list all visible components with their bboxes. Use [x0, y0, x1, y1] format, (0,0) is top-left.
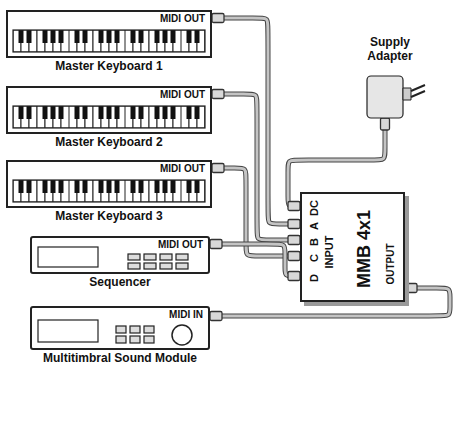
midi-merge-box: DC ABCINPUTD MMB 4x1 OUTPUT [300, 192, 405, 302]
device-name: MMB 4x1 [354, 210, 375, 288]
device-label: Master Keyboard 3 [55, 210, 162, 224]
knob [172, 325, 192, 345]
device-label: Sequencer [89, 276, 150, 290]
sound-module: MIDI INMultitimbral Sound Module [30, 306, 210, 350]
port-label: MIDI IN [169, 309, 203, 321]
cable-plug [210, 312, 222, 321]
cable-plug [212, 14, 224, 23]
master-keyboard: MIDI OUTMaster Keyboard 3 [6, 160, 212, 208]
adapter-body [367, 76, 403, 118]
panel-button [116, 336, 126, 343]
keyboard-keys [13, 106, 205, 128]
adapter-plug [403, 88, 411, 100]
port-label: MIDI OUT [160, 163, 205, 175]
cable-plug [212, 164, 224, 173]
device-label: Supply Adapter [359, 36, 421, 64]
panel-button [130, 326, 140, 333]
device-label: Multitimbral Sound Module [43, 352, 197, 366]
cable-plug [288, 202, 300, 211]
panel-button [144, 326, 154, 333]
port-label: MIDI OUT [160, 13, 205, 25]
panel-button [128, 254, 140, 260]
keyboard-keys [13, 30, 205, 52]
panel-button [160, 254, 172, 260]
display-window [38, 247, 98, 267]
keyboard-keys [13, 180, 205, 202]
port-label: C [308, 254, 321, 262]
cable-plug [210, 240, 222, 249]
master-keyboard: MIDI OUTMaster Keyboard 2 [6, 86, 212, 134]
port-label: D [308, 274, 321, 282]
panel-button [128, 263, 140, 269]
panel-button [176, 263, 188, 269]
cable-core [210, 244, 300, 276]
sequencer: MIDI OUTSequencer [30, 236, 210, 274]
master-keyboard: MIDI OUTMaster Keyboard 1 [6, 10, 212, 58]
port-label: B [308, 238, 321, 246]
port-label: OUTPUT [385, 243, 397, 284]
port-label: MIDI OUT [158, 239, 203, 251]
cable-plug [288, 220, 300, 229]
cable-plug [381, 118, 390, 130]
panel-button [144, 254, 156, 260]
panel-button [116, 326, 126, 333]
midi-cable [210, 240, 300, 281]
port-label: A [308, 222, 321, 230]
device-label: Master Keyboard 2 [55, 136, 162, 150]
cable-plug [288, 236, 300, 245]
panel-button [176, 254, 188, 260]
port-label: INPUT [323, 236, 336, 269]
device-label: Master Keyboard 1 [55, 60, 162, 74]
cable-plug [212, 90, 224, 99]
panel-button [130, 336, 140, 343]
cable-plug [405, 284, 417, 293]
port-label: DC [308, 200, 321, 216]
adapter-prongs [411, 85, 425, 97]
cable-plug [288, 252, 300, 261]
panel-button [144, 336, 154, 343]
supply-adapter: Supply Adapter [345, 36, 435, 118]
panel-button [144, 263, 156, 269]
cable-plug [288, 272, 300, 281]
port-label: MIDI OUT [160, 89, 205, 101]
panel-button [160, 263, 172, 269]
display-window [38, 320, 98, 342]
cable-outline [210, 244, 300, 276]
